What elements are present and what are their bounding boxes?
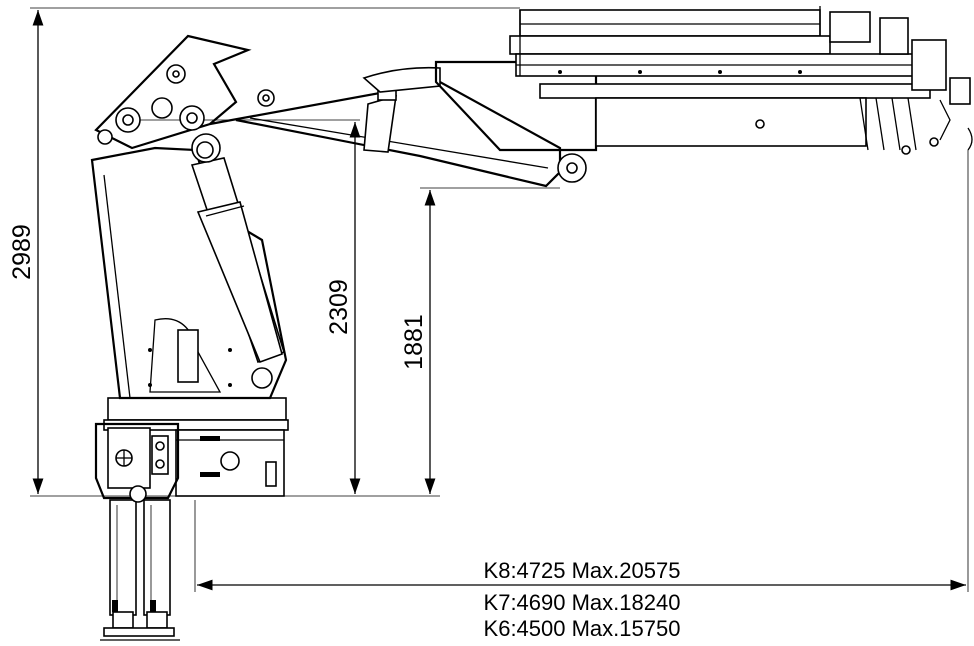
telescopic-extensions (434, 6, 973, 155)
dimension-boom-underside-height: 1881 (400, 187, 560, 494)
dim-label-1881: 1881 (400, 314, 428, 370)
inner-boom (94, 34, 275, 159)
outer-boom (209, 66, 587, 188)
reach-label-k7: K7:4690 Max.18240 (484, 590, 681, 615)
dimension-reach: K8:4725 Max.20575 K7:4690 Max.18240 K6:4… (194, 150, 969, 641)
reach-label-k6: K6:4500 Max.15750 (484, 616, 681, 641)
main-lift-cylinder (190, 133, 285, 364)
dimension-total-height: 2989 (8, 7, 520, 497)
dimension-pivot-height: 2309 (120, 119, 361, 494)
reach-label-k8: K8:4725 Max.20575 (484, 558, 681, 583)
stabilizer-legs (100, 499, 180, 641)
crane-base (94, 397, 289, 503)
crane-column (90, 146, 288, 400)
dim-label-2309: 2309 (325, 279, 353, 335)
dim-label-2989: 2989 (8, 224, 36, 280)
